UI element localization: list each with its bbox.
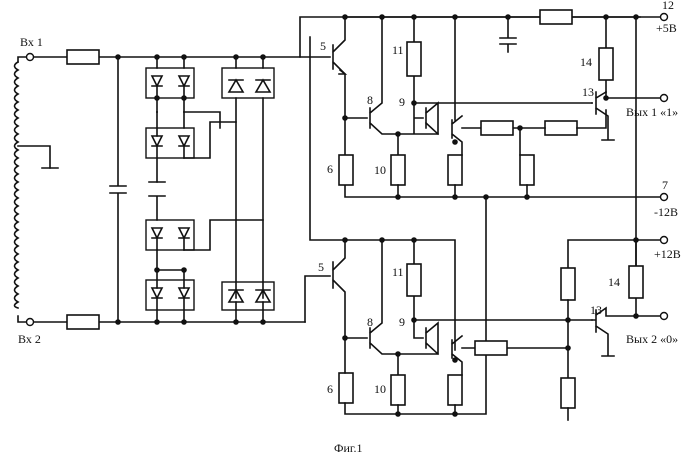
upper-junctions: [342, 14, 639, 200]
label-pin7: 7: [662, 178, 668, 192]
terminal-out2: [661, 313, 668, 320]
label-pin12: 12: [662, 0, 674, 12]
resistor-series-lower: [475, 341, 507, 355]
input-inductor: [15, 62, 19, 308]
diode-bridge-5: [222, 68, 274, 98]
diode-bridge-1: [146, 68, 194, 98]
label-out2: Вых 2 «0»: [626, 332, 678, 346]
label-minus12: -12В: [654, 205, 678, 219]
resistor-10-lower: [391, 375, 405, 405]
transistor-5-lower: [305, 240, 345, 338]
label-in2: Вх 2: [18, 332, 41, 346]
label-in1: Вх 1: [20, 35, 43, 49]
diode-bridge-4: [146, 280, 194, 310]
label-10-upper: 10: [374, 163, 386, 177]
label-14-lower: 14: [608, 275, 620, 289]
label-8-upper: 8: [367, 93, 373, 107]
input-2-terminal: [27, 319, 34, 326]
label-13-lower: 13: [590, 303, 602, 317]
terminal-plus5: [661, 14, 668, 21]
input-capacitor: [110, 57, 126, 322]
terminal-minus12: [661, 194, 668, 201]
label-out1: Вых 1 «1»: [626, 105, 678, 119]
resistor-series-upper: [481, 121, 513, 135]
resistor-6-upper: [339, 155, 353, 185]
resistor-divider-bottom: [561, 378, 575, 408]
label-11-upper: 11: [392, 43, 404, 57]
label-11-lower: 11: [392, 265, 404, 279]
resistor-bottom-upper: [520, 155, 534, 185]
transistor-5-upper: [300, 17, 345, 118]
label-plus5: +5В: [656, 21, 677, 35]
diode-bridge-3: [146, 220, 194, 250]
resistor-14-upper: [599, 48, 613, 80]
resistor-mid-upper: [448, 155, 462, 185]
transistor-8-upper: [345, 17, 398, 155]
label-10-lower: 10: [374, 382, 386, 396]
label-caption: Фиг.1: [334, 441, 362, 455]
input-junctions: [115, 54, 266, 325]
center-tap-wire: [18, 146, 50, 168]
label-plus12: +12В: [654, 247, 681, 261]
input-1-terminal: [27, 54, 34, 61]
label-9-upper: 9: [399, 95, 405, 109]
input-resistor-1: [67, 50, 99, 64]
resistor-top-rail: [540, 10, 572, 24]
resistor-6-lower: [339, 373, 353, 403]
resistor-14-lower: [629, 266, 643, 298]
diode-bridge-2: [146, 128, 194, 158]
lower-junctions: [342, 237, 639, 417]
label-5-lower: 5: [318, 260, 324, 274]
resistor-11-upper: [407, 42, 421, 76]
label-5-upper: 5: [320, 39, 326, 53]
resistor-mid-lower: [448, 375, 462, 405]
resistor-11-lower: [407, 264, 421, 296]
label-14-upper: 14: [580, 55, 592, 69]
transistor-8-lower: [345, 240, 398, 375]
diode-icon: [152, 76, 189, 86]
terminal-out1: [661, 95, 668, 102]
resistor-10-upper: [391, 155, 405, 185]
label-9-lower: 9: [399, 315, 405, 329]
resistor-divider-top: [561, 268, 575, 300]
input-resistor-2: [67, 315, 99, 329]
label-6-lower: 6: [327, 382, 333, 396]
rail-plus12: [568, 240, 660, 268]
label-8-lower: 8: [367, 315, 373, 329]
label-13-upper: 13: [582, 85, 594, 99]
terminal-plus12: [661, 237, 668, 244]
resistor-series2-upper: [545, 121, 577, 135]
label-6-upper: 6: [327, 162, 333, 176]
